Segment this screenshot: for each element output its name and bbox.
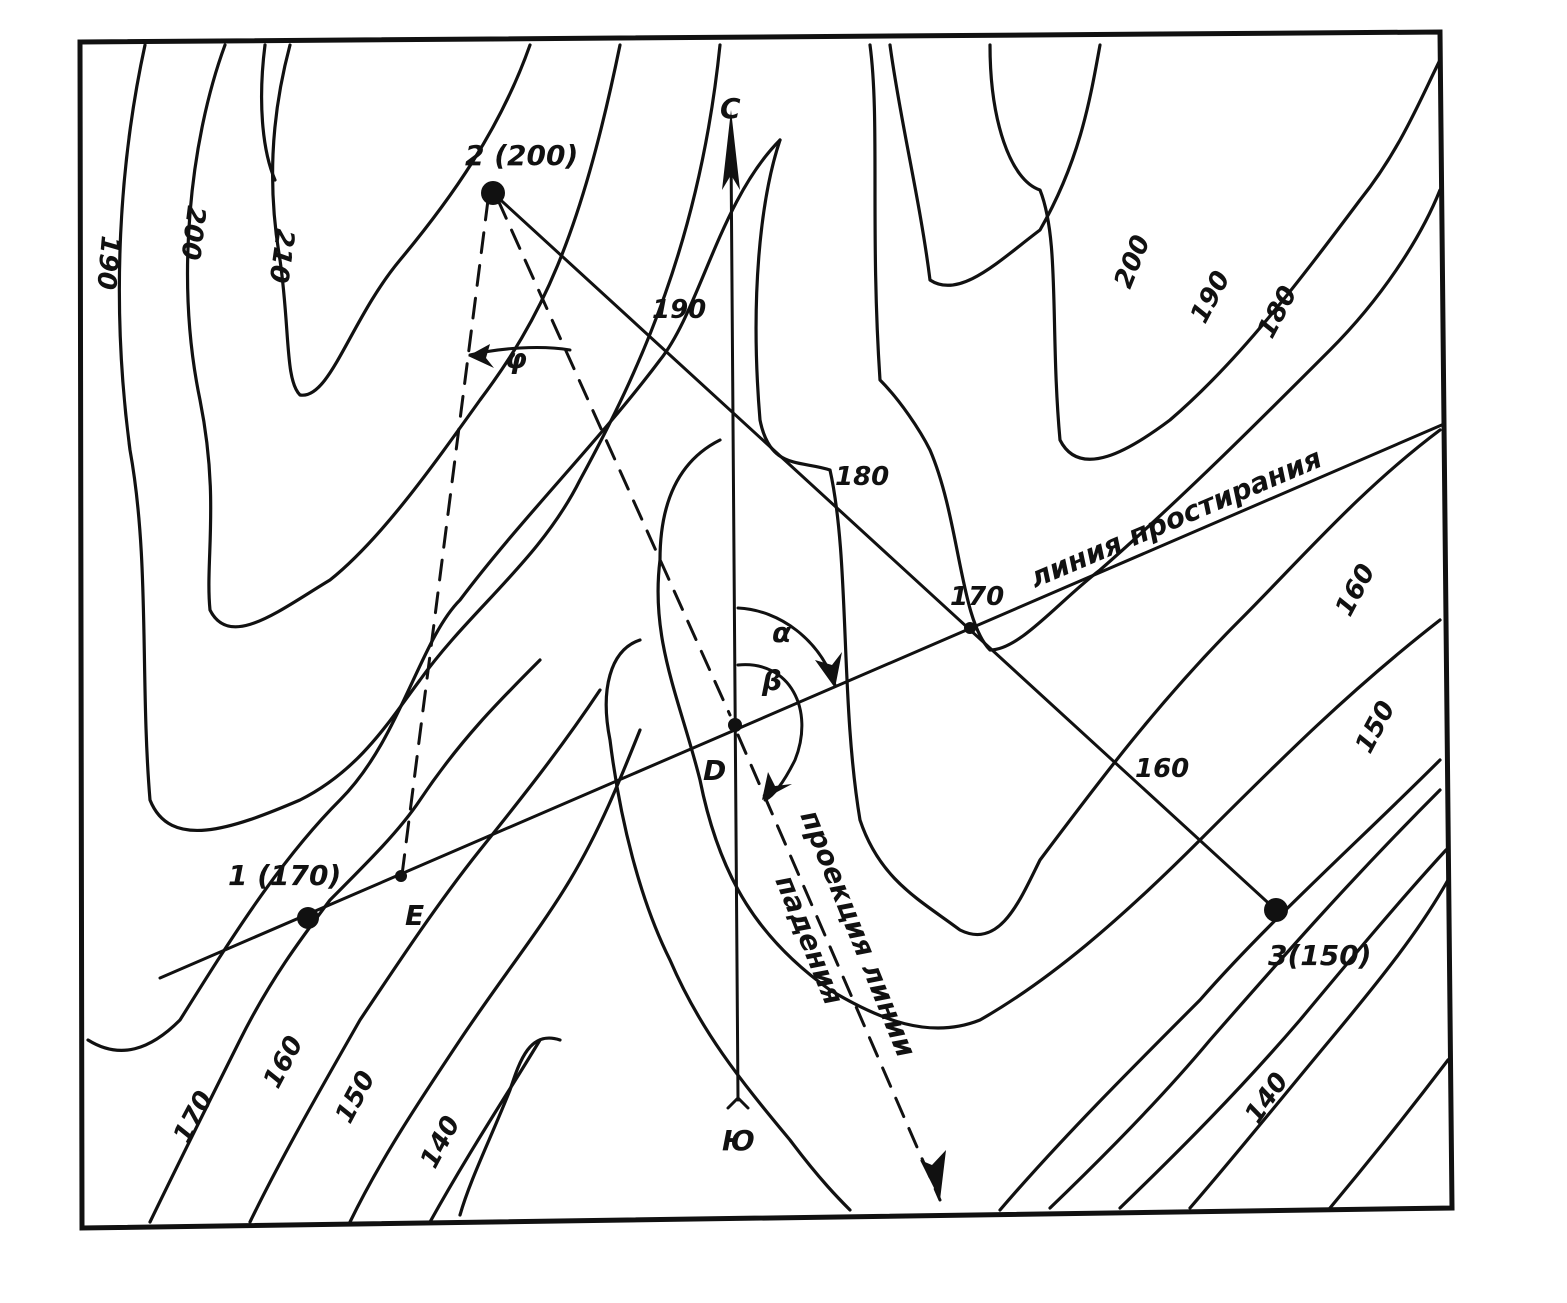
phi-arrow-left [468, 344, 494, 368]
contour-160-bottom [248, 688, 602, 1224]
beta-arrow [762, 772, 792, 800]
point-e-marker [395, 870, 407, 882]
contour-label-160-mid: 160 [1135, 754, 1189, 784]
point-e-label: E [405, 899, 424, 932]
contour-140-right [1188, 878, 1450, 1210]
contour-140-bottom [428, 1038, 542, 1224]
contour-label-200-right: 200 [1109, 231, 1157, 293]
contour-160-center [604, 638, 852, 1212]
alpha-arrow [815, 652, 842, 688]
point-2-marker [481, 181, 505, 205]
north-arrow [722, 110, 740, 190]
contour-145-right [1118, 848, 1448, 1210]
contour-150-right [998, 758, 1442, 1212]
contour-label-160-bottom: 160 [258, 1031, 310, 1093]
dip-projection-line [736, 733, 942, 1202]
point-2-label: 2 (200) [465, 139, 578, 172]
contour-label-190-right: 190 [1185, 266, 1237, 328]
contour-150-bottom [348, 728, 642, 1224]
contour-180-center [754, 138, 1442, 937]
south-tick [726, 1095, 750, 1110]
contour-190-right [988, 43, 1442, 461]
construction-lines [158, 110, 1446, 1202]
contour-label-160-right: 160 [1330, 559, 1382, 621]
north-label: С [720, 92, 741, 125]
contour-190-left [117, 43, 722, 833]
points [297, 181, 1288, 929]
contour-160-right [1048, 788, 1442, 1210]
contour-label-190-left: 190 [90, 234, 125, 291]
map-frame [77, 29, 1455, 1231]
contour-label-150-bottom: 150 [330, 1066, 382, 1128]
contour-label-180-mid: 180 [835, 462, 889, 492]
south-label: Ю [722, 1124, 755, 1157]
strike-line-label: линия простирания [1025, 441, 1327, 594]
contour-200-left [185, 43, 622, 629]
contour-180-left [86, 138, 782, 1052]
contour-130-right [1328, 1058, 1450, 1210]
contour-150-center [458, 1036, 562, 1217]
contour-label-140-bottom: 140 [415, 1111, 467, 1173]
point-170-marker [964, 622, 976, 634]
point-3-label: 3(150) [1268, 939, 1372, 972]
beta-label: β [761, 664, 782, 697]
contour-200-right [888, 43, 1102, 287]
strike-line [158, 422, 1446, 980]
contour-170-center [656, 438, 1442, 1030]
contour-label-180-right: 180 [1252, 281, 1304, 343]
point-d-marker [728, 718, 742, 732]
contour-210-left [270, 43, 532, 397]
dashed-2-to-d [496, 198, 732, 717]
dip-arrow [920, 1150, 946, 1200]
phi-label: φ [505, 342, 527, 375]
contour-230-left [259, 43, 277, 182]
line-2-3 [491, 191, 1278, 912]
contour-170-bottom [148, 658, 542, 1224]
point-d-label: D [703, 754, 726, 787]
contour-label-200-left: 200 [174, 204, 210, 262]
contour-label-210-left: 210 [263, 227, 300, 285]
north-south-line [729, 148, 740, 1102]
point-1-label: 1 (170) [228, 859, 341, 892]
point-1-marker [297, 907, 319, 929]
alpha-label: α [772, 616, 792, 649]
contour-label-150-right: 150 [1350, 696, 1402, 758]
contour-label-190-top: 190 [652, 295, 706, 325]
point-3-marker [1264, 898, 1288, 922]
dashed-2-to-e [400, 198, 490, 877]
contour-label-170-mid: 170 [950, 582, 1004, 612]
